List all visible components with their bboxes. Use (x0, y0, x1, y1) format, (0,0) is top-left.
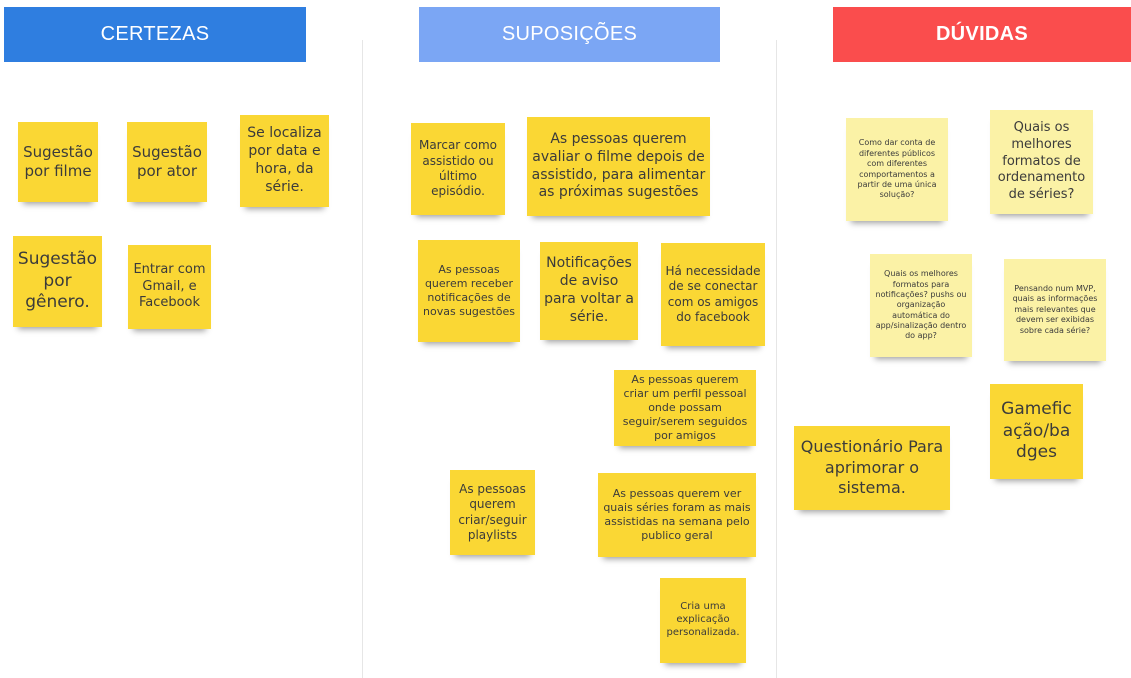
column-divider-left (362, 40, 363, 678)
sticky-note-text: Como dar conta de diferentes públicos co… (857, 138, 937, 200)
sticky-note[interactable]: Notificações de aviso para voltar a séri… (540, 242, 638, 340)
sticky-note-text: Gameficação/badges (1001, 398, 1072, 463)
sticky-note-text: Entrar com Gmail, e Facebook (133, 262, 206, 311)
header-suposicoes-label: SUPOSIÇÕES (501, 23, 638, 45)
sticky-note[interactable]: Sugestão por ator (127, 122, 207, 202)
sticky-note-text: Há necessidade de se conectar com os ami… (665, 263, 761, 324)
header-duvidas-label: DÚVIDAS (935, 23, 1029, 45)
sticky-note[interactable]: Pensando num MVP, quais as informações m… (1004, 259, 1106, 361)
sticky-note[interactable]: Quais os melhores formatos de ordenament… (990, 110, 1093, 214)
sticky-note-text: Sugestão por ator (132, 142, 202, 180)
sticky-note-text: Questionário Para aprimorar o sistema. (800, 437, 944, 498)
sticky-note-text: Se localiza por data e hora, da série. (247, 125, 322, 195)
sticky-note[interactable]: Como dar conta de diferentes públicos co… (846, 118, 948, 221)
sticky-note[interactable]: Cria uma explicação personalizada. (660, 578, 746, 663)
sticky-note[interactable]: Gameficação/badges (990, 384, 1083, 479)
sticky-note[interactable]: As pessoas querem criar um perfil pessoa… (614, 370, 756, 446)
sticky-note-text: Cria uma explicação personalizada. (666, 601, 740, 638)
sticky-note[interactable]: Quais os melhores formatos para notifica… (870, 254, 972, 357)
sticky-note-text: As pessoas querem ver quais séries foram… (603, 486, 751, 543)
sticky-note-text: As pessoas querem avaliar o filme depois… (531, 130, 706, 201)
sticky-note[interactable]: Sugestão por filme (18, 122, 98, 202)
sticky-note-text: Notificações de aviso para voltar a séri… (544, 255, 634, 325)
sticky-note-text: Sugestão por filme (23, 142, 93, 180)
header-suposicoes: SUPOSIÇÕES (419, 7, 720, 62)
sticky-note-text: As pessoas querem criar/seguir playlists (458, 481, 527, 542)
column-divider-right (776, 40, 777, 678)
sticky-note-text: Marcar como assistido ou último episódio… (418, 138, 498, 199)
sticky-note[interactable]: As pessoas querem avaliar o filme depois… (527, 117, 710, 216)
header-certezas: CERTEZAS (4, 7, 306, 62)
sticky-note[interactable]: Marcar como assistido ou último episódio… (411, 123, 505, 215)
header-certezas-label: CERTEZAS (100, 23, 210, 45)
sticky-note[interactable]: Se localiza por data e hora, da série. (240, 115, 329, 207)
sticky-note-text: Pensando num MVP, quais as informações m… (1012, 284, 1098, 335)
sticky-note-text: Sugestão por gênero. (17, 248, 98, 313)
sticky-note[interactable]: Sugestão por gênero. (13, 236, 102, 327)
sticky-note-text: As pessoas querem receber notificações d… (423, 262, 515, 319)
header-duvidas: DÚVIDAS (833, 7, 1131, 62)
sticky-note-text: Quais os melhores formatos de ordenament… (997, 120, 1086, 202)
sticky-note-text: Quais os melhores formatos para notifica… (875, 269, 967, 341)
sticky-note[interactable]: As pessoas querem criar/seguir playlists (450, 470, 535, 555)
sticky-note[interactable]: As pessoas querem receber notificações d… (418, 240, 520, 342)
sticky-note-text: As pessoas querem criar um perfil pessoa… (622, 372, 748, 443)
sticky-note[interactable]: Questionário Para aprimorar o sistema. (794, 426, 950, 510)
sticky-note[interactable]: As pessoas querem ver quais séries foram… (598, 473, 756, 557)
sticky-note[interactable]: Entrar com Gmail, e Facebook (128, 245, 211, 329)
sticky-note[interactable]: Há necessidade de se conectar com os ami… (661, 243, 765, 346)
